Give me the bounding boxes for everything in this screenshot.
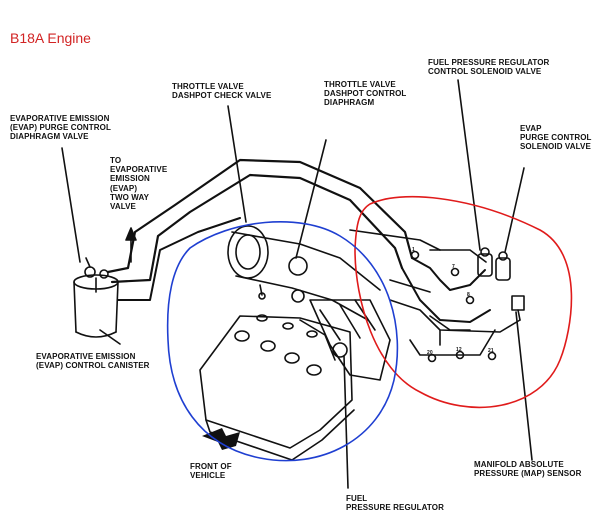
map-sensor xyxy=(511,295,525,321)
front-arrow-icon xyxy=(202,428,240,450)
hose-number: 12 xyxy=(456,347,462,353)
label-fpr-solenoid: FUEL PRESSURE REGULATOR CONTROL SOLENOID… xyxy=(428,58,550,77)
valve-cover xyxy=(199,314,355,461)
hose-number: 20 xyxy=(427,350,433,356)
evap-canister xyxy=(73,257,119,338)
blue-highlight-circle xyxy=(166,221,399,462)
evap-purge-solenoid xyxy=(495,251,511,281)
throttle-body xyxy=(227,225,381,321)
fpr-control-solenoid xyxy=(477,247,493,277)
label-to-two-way-valve: TO EVAPORATIVE EMISSION (EVAP) TWO WAY V… xyxy=(110,156,168,212)
label-evap-purge-solenoid: EVAP PURGE CONTROL SOLENOID VALVE xyxy=(520,124,592,152)
hose-number: 1 xyxy=(412,247,415,253)
label-front-of-vehicle: FRONT OF VEHICLE xyxy=(190,462,232,481)
hose-number: 21 xyxy=(488,348,494,354)
label-fuel-pressure-regulator: FUEL PRESSURE REGULATOR xyxy=(346,494,444,513)
hose-network xyxy=(349,229,521,356)
label-dashpot-diaphragm: THROTTLE VALVE DASHPOT CONTROL DIAPHRAGM xyxy=(324,80,407,108)
diagram-title: B18A Engine xyxy=(10,30,91,46)
label-evap-purge-diaphragm: EVAPORATIVE EMISSION (EVAP) PURGE CONTRO… xyxy=(10,114,111,142)
hose-number: 8 xyxy=(467,292,470,298)
hose-number: 7 xyxy=(452,264,455,270)
red-highlight-circle xyxy=(354,195,573,409)
label-map-sensor: MANIFOLD ABSOLUTE PRESSURE (MAP) SENSOR xyxy=(474,460,582,479)
label-dashpot-check-valve: THROTTLE VALVE DASHPOT CHECK VALVE xyxy=(172,82,272,101)
intake-manifold xyxy=(299,299,391,381)
label-evap-canister: EVAPORATIVE EMISSION (EVAP) CONTROL CANI… xyxy=(36,352,150,371)
